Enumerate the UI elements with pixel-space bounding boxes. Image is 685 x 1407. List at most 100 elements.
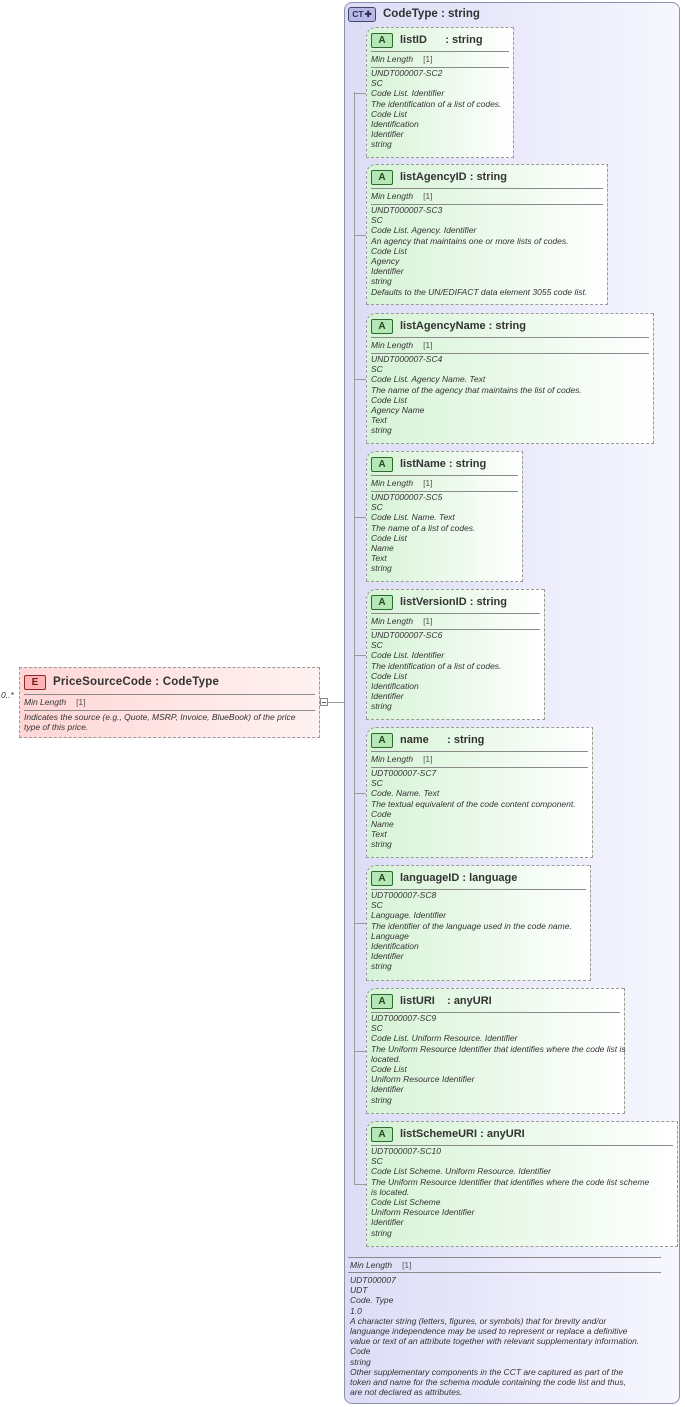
attribute-title: listName : string [400, 458, 487, 470]
documentation-line: Identifier [371, 691, 404, 702]
attribute-facet-label: Min Length [371, 478, 414, 488]
documentation-line: languange independence may be used to re… [350, 1326, 628, 1337]
multiplicity-label: 0..* [1, 690, 14, 700]
attribute-facet-label: Min Length [371, 340, 414, 350]
attribute-facet-label: Min Length [371, 754, 414, 764]
documentation-line: Name [371, 543, 394, 554]
attribute-connector [354, 793, 366, 794]
documentation-line: Code List [371, 1064, 407, 1075]
element-type: CodeType [162, 676, 220, 688]
attribute-type: anyURI [453, 995, 492, 1007]
complex-type-separator [348, 1257, 661, 1258]
attribute-separator [371, 751, 588, 752]
documentation-line: The identification of a list of codes. [371, 660, 502, 671]
attribute-badge-icon: A [371, 32, 393, 48]
documentation-line: Identifier [371, 951, 404, 962]
attribute-name: listSchemeURI [400, 1128, 478, 1140]
documentation-line: The Uniform Resource Identifier that ide… [371, 1176, 650, 1187]
documentation-line: Agency Name [371, 405, 425, 416]
attribute-type: string [495, 320, 526, 332]
documentation-line: string [371, 839, 392, 850]
documentation-line: Agency [371, 256, 400, 267]
attribute-separator-2 [371, 491, 518, 492]
attribute-facet-label: Min Length [371, 616, 414, 626]
documentation-line: Language [371, 930, 409, 941]
documentation-line: Identifier [371, 1217, 404, 1228]
attribute-name-padding [427, 34, 445, 46]
attribute-title: listVersionID : string [400, 596, 507, 608]
documentation-line: Identifier [371, 129, 404, 140]
documentation-line: SC [371, 900, 383, 911]
element-title: PriceSourceCode : CodeType [53, 676, 220, 688]
documentation-line: Identifier [371, 1084, 404, 1095]
attribute-separator-2 [371, 629, 540, 630]
attribute-badge-icon: A [371, 732, 393, 748]
attribute-badge-icon: A [371, 318, 393, 334]
attribute-separator-2 [371, 204, 603, 205]
attribute-title: languageID : language [400, 872, 518, 884]
element-facet: Min Length[1] [24, 697, 86, 707]
attribute-title: listSchemeURI : anyURI [400, 1128, 525, 1140]
documentation-line: Code List. Uniform Resource. Identifier [371, 1033, 518, 1044]
element-documentation: Indicates the source (e.g., Quote, MSRP,… [24, 712, 296, 732]
attribute-title: listAgencyName : string [400, 320, 526, 332]
documentation-line: The identification of a list of codes. [371, 98, 502, 109]
attribute-badge-icon: A [371, 870, 393, 886]
attribute-name: listName [400, 458, 446, 470]
attribute-connector [354, 517, 366, 518]
attribute-type: string [476, 596, 507, 608]
documentation-line: SC [371, 1156, 383, 1167]
attribute-facet-value: [1] [423, 478, 433, 488]
documentation-line: SC [371, 640, 383, 651]
documentation-line: SC [371, 778, 383, 789]
attribute-separator [371, 51, 509, 52]
attribute-connector [354, 235, 366, 236]
attribute-connector [354, 1051, 366, 1052]
documentation-line: 1.0 [350, 1305, 362, 1316]
attribute-name: listVersionID [400, 596, 467, 608]
attribute-connector [354, 923, 366, 924]
attribute-badge-icon: A [371, 594, 393, 610]
attribute-name: listAgencyName [400, 320, 486, 332]
documentation-line: The name of a list of codes. [371, 522, 476, 533]
documentation-line: string [371, 563, 392, 574]
attribute-title: name : string [400, 734, 485, 746]
attribute-name: listID [400, 34, 427, 46]
attribute-badge-icon: A [371, 993, 393, 1009]
attribute-name: languageID [400, 872, 460, 884]
element-separator-2 [24, 710, 315, 711]
attribute-facet: Min Length [1] [371, 478, 433, 488]
attribute-name: listAgencyID [400, 171, 467, 183]
attribute-facet-value: [1] [423, 340, 433, 350]
documentation-line: SC [371, 502, 383, 513]
attribute-separator [371, 1012, 620, 1013]
element-box-pricesourcecode[interactable]: E PriceSourceCode : CodeType Min Length[… [19, 667, 320, 738]
attribute-separator-2 [371, 353, 649, 354]
attribute-connector [354, 93, 366, 94]
documentation-line: Code List [371, 532, 407, 543]
complex-type-title: CodeType : string [383, 8, 480, 20]
attribute-separator [371, 889, 586, 890]
documentation-line: Identifier [371, 266, 404, 277]
attribute-separator [371, 613, 540, 614]
complex-type-type: string [447, 8, 480, 20]
attribute-type: anyURI [486, 1128, 525, 1140]
collapse-toggle-icon[interactable] [320, 698, 328, 706]
